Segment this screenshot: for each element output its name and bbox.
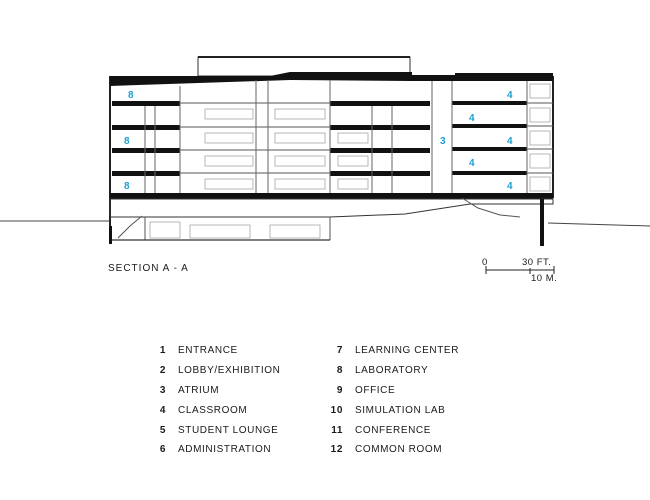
legend-name: STUDENT LOUNGE — [178, 424, 279, 436]
room-labels: 8 4 4 8 3 4 4 8 4 — [124, 90, 513, 192]
room-label: 4 — [507, 90, 513, 101]
railings — [204, 83, 551, 192]
legend-item: 3 ATRIUM — [148, 381, 280, 401]
legend-number: 12 — [330, 444, 343, 456]
legend-number: 2 — [159, 365, 166, 377]
ground-floor — [109, 197, 554, 241]
legend-name: OFFICE — [355, 384, 396, 396]
legend-name: LOBBY/EXHIBITION — [178, 365, 281, 377]
room-label: 8 — [128, 90, 134, 101]
room-label: 4 — [469, 158, 475, 169]
legend-name: CLASSROOM — [178, 404, 248, 416]
legend-number: 9 — [336, 384, 343, 396]
legend-name: ATRIUM — [178, 384, 220, 396]
room-label: 8 — [124, 181, 130, 192]
room-label: 4 — [507, 136, 513, 147]
building-section-drawing: 8 4 4 8 3 4 4 8 4 — [0, 56, 650, 274]
legend-name: SIMULATION LAB — [355, 404, 446, 416]
scale-bar — [485, 266, 555, 274]
legend-item: 12 COMMON ROOM — [327, 440, 459, 460]
floor-slabs — [110, 101, 553, 199]
room-label: 4 — [469, 113, 475, 124]
legend-number: 7 — [336, 345, 343, 357]
legend-name: LABORATORY — [355, 365, 429, 377]
legend-number: 8 — [336, 365, 343, 377]
legend-number: 11 — [331, 424, 343, 436]
legend-number: 1 — [159, 345, 166, 357]
legend-column-left: 1 ENTRANCE 2 LOBBY/EXHIBITION 3 ATRIUM 4 CLA… — [148, 341, 280, 460]
legend-item: 4 CLASSROOM — [148, 400, 280, 420]
room-label: 8 — [124, 136, 130, 147]
legend-name: COMMON ROOM — [355, 444, 443, 456]
legend-number: 4 — [159, 404, 166, 416]
legend-item: 10 SIMULATION LAB — [327, 400, 459, 420]
legend-name: ENTRANCE — [178, 345, 238, 357]
legend-name: ADMINISTRATION — [178, 444, 272, 456]
interior-partitions — [144, 80, 528, 193]
room-label: 4 — [507, 181, 513, 192]
section-caption: SECTION A - A — [108, 263, 189, 274]
scale-meter-label: 10 M. — [531, 273, 558, 284]
ground-line-right — [547, 222, 650, 227]
column-west — [109, 226, 112, 244]
legend-item: 7 LEARNING CENTER — [327, 341, 459, 361]
legend-column-right: 7 LEARNING CENTER 8 LABORATORY 9 OFFICE 10 S… — [327, 341, 459, 460]
room-label: 3 — [440, 136, 446, 147]
scale-zero-label: 0 — [482, 257, 488, 268]
legend-item: 2 LOBBY/EXHIBITION — [148, 361, 280, 381]
legend-name: CONFERENCE — [355, 424, 432, 436]
legend-item: 1 ENTRANCE — [148, 341, 280, 361]
roof-slab — [110, 72, 553, 86]
legend-number: 5 — [159, 424, 166, 436]
legend-item: 8 LABORATORY — [327, 361, 459, 381]
scale-feet-label: 30 FT. — [522, 257, 552, 268]
legend-number: 3 — [159, 384, 166, 396]
column-east — [540, 199, 544, 246]
legend-item: 9 OFFICE — [327, 381, 459, 401]
legend-number: 10 — [330, 404, 343, 416]
legend-item: 6 ADMINISTRATION — [148, 440, 280, 460]
legend-name: LEARNING CENTER — [355, 345, 460, 357]
legend-item: 5 STUDENT LOUNGE — [148, 420, 280, 440]
legend-item: 11 CONFERENCE — [327, 420, 459, 440]
legend-number: 6 — [159, 444, 166, 456]
